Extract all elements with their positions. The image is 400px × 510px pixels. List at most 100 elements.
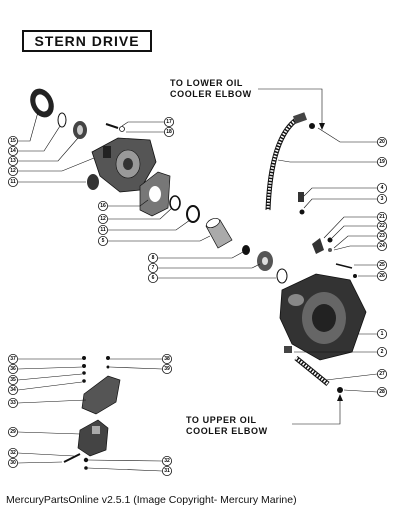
callout-bubble bbox=[7, 447, 18, 458]
upper-oil-cooler-note: TO UPPER OIL COOLER ELBOW bbox=[186, 415, 268, 437]
callout-bubble bbox=[376, 386, 387, 397]
callout-18: 18 bbox=[163, 127, 174, 138]
callout-36: 36 bbox=[7, 363, 18, 374]
callout-bubble bbox=[376, 259, 387, 270]
callout-bubble bbox=[7, 155, 18, 166]
callout-number: 15 bbox=[10, 138, 16, 144]
callout-bubble bbox=[376, 193, 387, 204]
callout-number: 11 bbox=[10, 179, 16, 185]
callout-number: 20 bbox=[379, 139, 385, 145]
o-ring-part bbox=[57, 112, 67, 128]
callout-number: 4 bbox=[381, 185, 384, 191]
pinion-bearing-part bbox=[257, 251, 273, 271]
leader-lines bbox=[17, 111, 378, 472]
callout-15: 15 bbox=[7, 135, 18, 146]
callout-31: 31 bbox=[161, 465, 172, 476]
callout-bubble bbox=[7, 353, 18, 364]
callout-bubble bbox=[376, 182, 387, 193]
callout-number: 29 bbox=[10, 429, 16, 435]
callout-bubble bbox=[376, 220, 387, 231]
callout-number: 19 bbox=[379, 159, 385, 165]
fitting-washer-part bbox=[299, 209, 305, 215]
bolt-washer-part bbox=[105, 123, 125, 132]
callout-number: 33 bbox=[10, 400, 16, 406]
callout-14: 14 bbox=[7, 145, 18, 156]
callout-number: 11 bbox=[100, 227, 106, 233]
callout-30: 30 bbox=[7, 457, 18, 468]
bolt-nut-part bbox=[63, 453, 89, 470]
gear-housing-part bbox=[279, 273, 367, 361]
callout-bubble bbox=[376, 328, 387, 339]
upper-oil-arrow bbox=[292, 394, 343, 425]
callout-bubble bbox=[98, 224, 109, 235]
callout-number: 6 bbox=[152, 275, 155, 281]
callout-35: 35 bbox=[7, 374, 18, 385]
callout-8: 8 bbox=[147, 252, 158, 263]
callout-12: 12 bbox=[98, 213, 109, 224]
mounting-bracket-part bbox=[81, 375, 121, 415]
callout-bubble bbox=[147, 272, 158, 283]
callout-number: 26 bbox=[379, 273, 385, 279]
callout-number: 12 bbox=[10, 168, 16, 174]
callout-23: 23 bbox=[376, 230, 387, 241]
callout-bubble bbox=[7, 145, 18, 156]
gimbal-housing-part bbox=[91, 137, 157, 193]
callout-bubble bbox=[7, 457, 18, 468]
callout-bubble bbox=[7, 384, 18, 395]
callout-number: 8 bbox=[152, 255, 155, 261]
callout-number: 27 bbox=[379, 371, 385, 377]
callout-number: 37 bbox=[10, 356, 16, 362]
callout-bubble bbox=[7, 165, 18, 176]
callout-1: 1 bbox=[376, 328, 387, 339]
callout-bubble bbox=[376, 368, 387, 379]
callout-bubble bbox=[376, 156, 387, 167]
clamp-block-part bbox=[77, 419, 109, 457]
callout-bubble bbox=[376, 346, 387, 357]
callout-19: 19 bbox=[376, 156, 387, 167]
callout-number: 5 bbox=[102, 238, 105, 244]
callout-bubble bbox=[147, 262, 158, 273]
callout-number: 34 bbox=[10, 387, 16, 393]
callout-number: 22 bbox=[379, 223, 385, 229]
callout-number: 30 bbox=[10, 460, 16, 466]
callout-number: 32 bbox=[164, 458, 170, 464]
callout-number: 39 bbox=[164, 366, 170, 372]
callout-11: 11 bbox=[98, 224, 109, 235]
callout-number: 7 bbox=[152, 265, 155, 271]
lower-oil-cooler-note: TO LOWER OIL COOLER ELBOW bbox=[170, 78, 252, 100]
copyright-caption: MercuryPartsOnline v2.5.1 (Image Copyrig… bbox=[6, 494, 297, 506]
callout-bubble bbox=[163, 117, 174, 128]
callout-number: 23 bbox=[379, 233, 385, 239]
callout-37: 37 bbox=[7, 353, 18, 364]
callout-bubble bbox=[376, 136, 387, 147]
lower-oil-note-line2: COOLER ELBOW bbox=[170, 89, 252, 99]
callout-5: 5 bbox=[98, 235, 109, 246]
callout-number: 31 bbox=[164, 468, 170, 474]
callout-number: 1 bbox=[381, 331, 384, 337]
callout-32: 32 bbox=[7, 447, 18, 458]
callout-22: 22 bbox=[376, 220, 387, 231]
callout-number: 3 bbox=[381, 196, 384, 202]
callout-11: 11 bbox=[7, 176, 18, 187]
roller-bearing-part bbox=[87, 174, 99, 190]
callout-20: 20 bbox=[376, 136, 387, 147]
callout-bubble bbox=[7, 374, 18, 385]
lower-oil-note-line1: TO LOWER OIL bbox=[170, 78, 244, 88]
callout-7: 7 bbox=[147, 262, 158, 273]
callout-bubble bbox=[7, 363, 18, 374]
callout-12: 12 bbox=[7, 165, 18, 176]
snap-ring-part bbox=[276, 268, 288, 284]
callout-number: 2 bbox=[381, 349, 384, 355]
upper-oil-note-line1: TO UPPER OIL bbox=[186, 415, 257, 425]
callout-13: 13 bbox=[7, 155, 18, 166]
callout-number: 28 bbox=[379, 389, 385, 395]
callout-number: 16 bbox=[100, 203, 106, 209]
callout-bubble bbox=[161, 353, 172, 364]
bearing-part bbox=[73, 121, 87, 139]
callout-4: 4 bbox=[376, 182, 387, 193]
callout-bubble bbox=[98, 213, 109, 224]
callout-bubble bbox=[376, 230, 387, 241]
oil-cooler-hose-part bbox=[265, 112, 315, 211]
diagram-title: STERN DRIVE bbox=[22, 30, 152, 52]
callout-numbers: 1514131211161211587617182019432122232425… bbox=[7, 117, 387, 476]
